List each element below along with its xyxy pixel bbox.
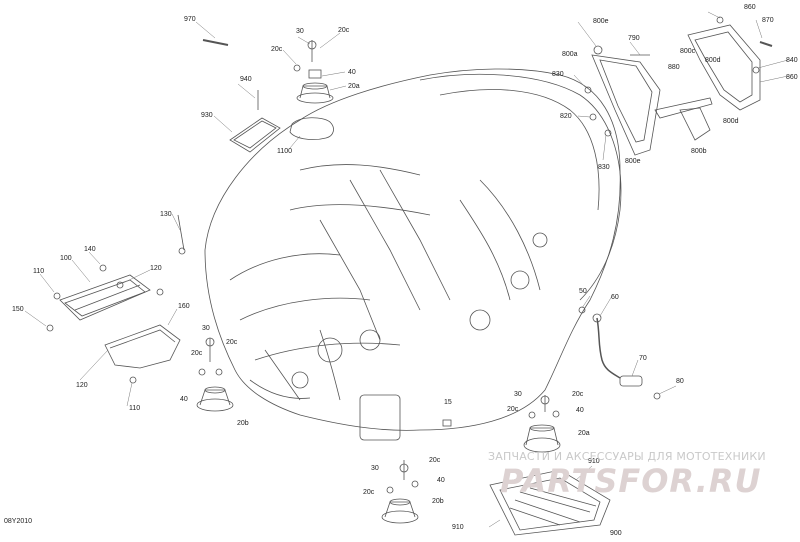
- callout-20a: 20a: [578, 430, 590, 437]
- callout-800e: 800e: [625, 158, 641, 165]
- mount-20b-left: [196, 386, 234, 412]
- mount-20a-top: [296, 69, 334, 104]
- callout-60: 60: [611, 294, 619, 301]
- callout-820: 820: [560, 113, 572, 120]
- cover-930: [229, 117, 281, 153]
- callout-40: 40: [348, 69, 356, 76]
- mount-20b-bottom: [381, 498, 419, 524]
- callout-1100: 1100: [277, 148, 293, 155]
- callout-30: 30: [296, 28, 304, 35]
- callout-100: 100: [60, 255, 72, 262]
- callout-910: 910: [452, 524, 464, 531]
- callout-110: 110: [33, 268, 45, 275]
- callout-800d: 800d: [723, 118, 739, 125]
- callout-830: 830: [552, 71, 564, 78]
- callout-830: 830: [598, 164, 610, 171]
- callout-50: 50: [579, 288, 587, 295]
- shaft-880: [654, 97, 713, 119]
- callout-15: 15: [444, 399, 452, 406]
- callout-840: 840: [786, 57, 798, 64]
- callout-800c: 800c: [680, 48, 696, 55]
- callout-120: 120: [150, 265, 162, 272]
- bell-housing-outline: [419, 73, 622, 301]
- watermark-brand: PARTSFOR.RU: [500, 462, 762, 500]
- callout-80: 80: [676, 378, 684, 385]
- callout-20c: 20c: [191, 350, 203, 357]
- callout-20c: 20c: [429, 457, 441, 464]
- engine-block-outline: [204, 68, 621, 431]
- callout-910: 910: [588, 458, 600, 465]
- callout-800d: 800d: [705, 57, 721, 64]
- skid-plate-900: [489, 469, 611, 536]
- callout-30: 30: [202, 325, 210, 332]
- callout-110: 110: [129, 405, 141, 412]
- callout-900: 900: [610, 530, 622, 537]
- callout-40: 40: [576, 407, 584, 414]
- callout-20b: 20b: [237, 420, 249, 427]
- callout-860: 860: [786, 74, 798, 81]
- callout-130: 130: [160, 211, 172, 218]
- callout-970: 970: [184, 16, 196, 23]
- diagram-code: 08Y2010: [4, 518, 33, 525]
- callout-930: 930: [201, 112, 213, 119]
- watermark-tagline: ЗАПЧАСТИ И АКСЕССУАРЫ ДЛЯ МОТОТЕХНИКИ: [488, 450, 766, 463]
- callout-20c: 20c: [271, 46, 283, 53]
- callout-30: 30: [371, 465, 379, 472]
- bracket-100: [59, 274, 151, 321]
- gasket-1100: [289, 117, 334, 140]
- callout-790: 790: [628, 35, 640, 42]
- hose-50: [596, 317, 621, 379]
- callout-20a: 20a: [348, 83, 360, 90]
- callout-800a: 800a: [562, 51, 578, 58]
- callout-800e: 800e: [593, 18, 609, 25]
- callout-160: 160: [178, 303, 190, 310]
- callout-140: 140: [84, 246, 96, 253]
- callout-20c: 20c: [226, 339, 238, 346]
- callout-20c: 20c: [572, 391, 584, 398]
- callout-800b: 800b: [691, 148, 707, 155]
- bracket-800a: [591, 54, 661, 156]
- callout-20b: 20b: [432, 498, 444, 505]
- callout-880: 880: [668, 64, 680, 71]
- callout-20c: 20c: [338, 27, 350, 34]
- callout-40: 40: [180, 396, 188, 403]
- callout-20c: 20c: [507, 406, 519, 413]
- mount-20a-right: [523, 424, 561, 453]
- plate-840: [687, 24, 761, 111]
- callout-70: 70: [639, 355, 647, 362]
- heat-shield-160: [104, 324, 181, 369]
- callout-940: 940: [240, 76, 252, 83]
- callout-30: 30: [514, 391, 522, 398]
- callout-860: 860: [744, 4, 756, 11]
- callout-40: 40: [437, 477, 445, 484]
- arm-800b: [679, 107, 711, 141]
- callout-120: 120: [76, 382, 88, 389]
- pin-970: [202, 39, 229, 46]
- callout-20c: 20c: [363, 489, 375, 496]
- callout-870: 870: [762, 17, 774, 24]
- callout-150: 150: [12, 306, 24, 313]
